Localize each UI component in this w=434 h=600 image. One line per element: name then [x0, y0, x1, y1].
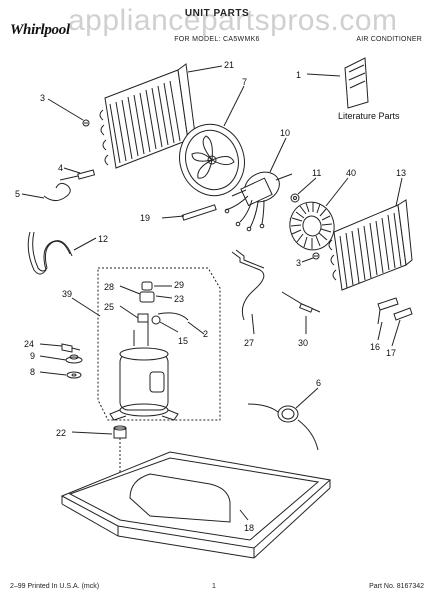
screw-upper[interactable] — [82, 119, 90, 127]
base-pan[interactable] — [60, 451, 332, 559]
leader-15 — [159, 321, 179, 333]
print-info: 2–99 Printed In U.S.A. (mck) — [10, 583, 100, 590]
thermostat-capillary[interactable] — [231, 251, 265, 321]
bracket-17[interactable] — [393, 307, 413, 321]
leader-40 — [325, 177, 349, 207]
leader-9 — [39, 355, 67, 361]
model-subtitle: FOR MODEL: CA5WMK6 — [174, 36, 260, 43]
insulation-strip[interactable] — [181, 204, 217, 221]
page-number: 1 — [212, 583, 216, 590]
terminal-clip[interactable] — [137, 313, 161, 325]
callout-11: 11 — [312, 168, 321, 178]
callout-24: 24 — [24, 339, 34, 349]
callout-5: 5 — [15, 189, 20, 199]
sensor-lead[interactable] — [281, 291, 321, 313]
screw-lower[interactable] — [312, 252, 320, 260]
condenser-fan-blade[interactable] — [170, 116, 253, 204]
leader-27 — [251, 313, 255, 335]
callout-29: 29 — [174, 280, 184, 290]
callout-19: 19 — [140, 213, 150, 223]
callout-7: 7 — [242, 77, 247, 87]
leader-16 — [377, 321, 383, 341]
part-number: Part No. 8167342 — [369, 583, 424, 590]
condenser-coil[interactable] — [99, 63, 196, 169]
leader-11 — [297, 177, 317, 195]
watermark: appliancepartspros.com — [68, 4, 398, 37]
callout-28: 28 — [104, 282, 114, 292]
fan-motor[interactable] — [224, 167, 293, 232]
capillary-tube[interactable] — [43, 182, 71, 202]
callout-10: 10 — [280, 128, 290, 138]
leader-3a — [47, 98, 84, 121]
leader-21 — [187, 65, 223, 73]
leader-7 — [223, 85, 245, 127]
coiled-cord[interactable] — [247, 403, 319, 451]
callout-22: 22 — [56, 428, 66, 438]
callout-39: 39 — [62, 289, 72, 299]
grommet[interactable] — [65, 354, 83, 364]
leader-6 — [295, 387, 319, 409]
evaporator-coil[interactable] — [328, 199, 413, 291]
leader-28 — [119, 285, 141, 295]
callout-4: 4 — [58, 163, 63, 173]
overload-cover[interactable] — [139, 281, 155, 303]
literature-parts-label: Literature Parts — [338, 111, 400, 121]
callout-25: 25 — [104, 302, 114, 312]
leader-39 — [71, 297, 101, 317]
literature-parts-booklet[interactable] — [344, 57, 369, 109]
leader-2 — [187, 321, 205, 335]
mounting-bolt[interactable] — [61, 343, 81, 353]
leader-1 — [306, 73, 341, 77]
leader-17 — [391, 319, 401, 347]
leader-8 — [39, 371, 67, 376]
leader-4 — [63, 167, 81, 174]
leader-10 — [269, 137, 287, 173]
callout-2: 2 — [203, 329, 208, 339]
callout-30: 30 — [298, 338, 308, 348]
callout-18: 18 — [244, 523, 254, 533]
callout-9: 9 — [30, 351, 35, 361]
callout-17: 17 — [386, 348, 396, 358]
callout-15: 15 — [178, 336, 188, 346]
leader-5 — [21, 193, 45, 199]
leader-12 — [73, 237, 97, 251]
callout-27: 27 — [244, 338, 254, 348]
leader-23 — [155, 295, 173, 299]
drain-plug[interactable] — [113, 425, 127, 439]
callout-3b: 3 — [296, 258, 301, 268]
washer[interactable] — [66, 371, 82, 379]
callout-12: 12 — [98, 234, 108, 244]
blower-wheel[interactable] — [285, 197, 340, 255]
compressor-assembly-group — [97, 267, 221, 421]
callout-6: 6 — [316, 378, 321, 388]
callout-8: 8 — [30, 367, 35, 377]
callout-40: 40 — [346, 168, 356, 178]
leader-18 — [239, 509, 249, 521]
leader-25 — [119, 305, 139, 319]
leader-22 — [71, 431, 113, 435]
callout-1: 1 — [296, 70, 301, 80]
fan-nut[interactable] — [290, 193, 300, 203]
callout-23: 23 — [174, 294, 184, 304]
product-type: AIR CONDITIONER — [356, 36, 422, 43]
filter-drier[interactable] — [59, 169, 96, 181]
bracket-16[interactable] — [377, 297, 399, 325]
leader-13 — [395, 177, 403, 207]
leader-3b — [301, 257, 314, 263]
compressor[interactable] — [109, 318, 179, 421]
callout-3a: 3 — [40, 93, 45, 103]
callout-21: 21 — [224, 60, 234, 70]
wire-lead[interactable] — [157, 312, 189, 321]
whirlpool-logo: Whirlpool — [10, 22, 70, 38]
leader-19 — [161, 215, 185, 219]
callout-16: 16 — [370, 342, 380, 352]
leader-24 — [39, 343, 63, 347]
tubing-assembly[interactable] — [27, 231, 73, 275]
callout-13: 13 — [396, 168, 406, 178]
page-title: UNIT PARTS — [184, 8, 250, 19]
